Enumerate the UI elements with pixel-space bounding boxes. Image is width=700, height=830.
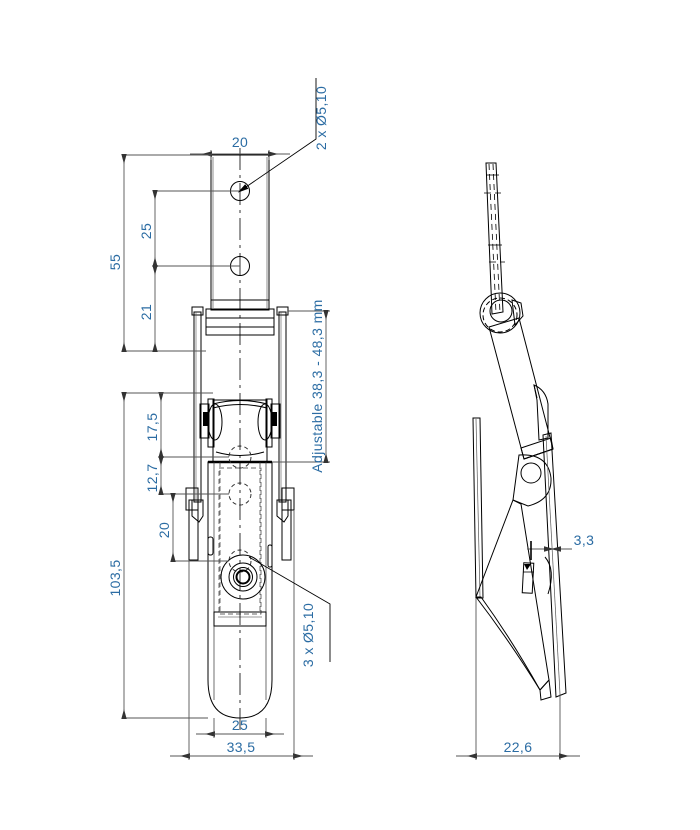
dim-21 xyxy=(152,265,240,352)
dim-text-17-5: 17,5 xyxy=(144,413,160,442)
front-left-arm xyxy=(185,306,204,561)
side-view xyxy=(472,162,567,701)
note-2x-hole: 2 x Ø5,10 xyxy=(313,86,329,150)
front-rivet-boss xyxy=(220,554,266,600)
dim-text-adjustable: Adjustable 38,3 - 48,3 mm xyxy=(309,299,325,472)
dim-3-3 xyxy=(527,541,572,560)
side-base-plate xyxy=(472,417,484,599)
dim-text-20-lower: 20 xyxy=(156,522,172,538)
side-front-plate xyxy=(542,432,567,698)
side-lug xyxy=(544,556,552,595)
dim-text-20-top: 20 xyxy=(232,134,248,150)
dim-55 xyxy=(121,154,211,352)
dim-text-22-6: 22,6 xyxy=(504,739,533,755)
dim-22-6 xyxy=(456,598,580,760)
side-upper-tab xyxy=(533,384,549,441)
note-3x-hole: 3 x Ø5,10 xyxy=(300,603,316,667)
dim-text-12-7: 12,7 xyxy=(144,464,160,493)
dim-text-25-bottom: 25 xyxy=(232,717,248,733)
dim-text-103-5: 103,5 xyxy=(107,559,123,596)
front-view xyxy=(185,148,295,732)
dimension-text-layer: 20 55 25 21 17,5 12,7 20 103,5 Adjustabl… xyxy=(107,86,594,755)
dim-text-25-upper: 25 xyxy=(138,223,154,239)
side-pivot-eye xyxy=(479,292,524,334)
leader-2x-hole xyxy=(237,78,317,193)
dim-adjustable xyxy=(272,310,330,463)
dim-103-5 xyxy=(121,392,213,719)
dim-width-20 xyxy=(190,150,290,160)
side-body-taper xyxy=(475,499,552,701)
dim-width-25 xyxy=(196,718,284,738)
side-hook-claw xyxy=(512,454,552,507)
dim-text-33-5: 33,5 xyxy=(227,739,256,755)
dim-text-55: 55 xyxy=(107,254,123,270)
dim-25-upper xyxy=(152,190,240,267)
side-lever-tongue xyxy=(484,162,505,315)
dimension-layer xyxy=(121,78,580,760)
dim-20-lower xyxy=(170,493,229,562)
leader-3x-hole xyxy=(248,556,331,662)
dim-text-3-3: 3,3 xyxy=(574,532,595,548)
dim-text-21: 21 xyxy=(138,304,154,320)
side-slot xyxy=(521,562,535,594)
front-right-arm xyxy=(276,306,295,561)
drawing-geometry xyxy=(185,148,567,732)
dim-width-33-5 xyxy=(170,510,313,760)
